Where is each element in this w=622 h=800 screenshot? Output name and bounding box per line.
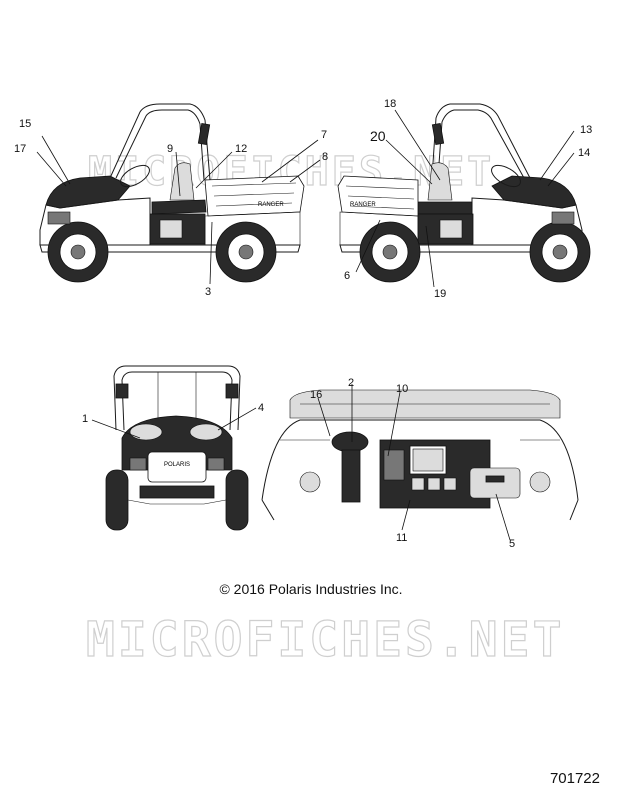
dash-view [261,389,579,521]
callout-10: 10 [396,383,408,395]
front-badge: POLARIS [164,462,190,468]
callout-16: 16 [310,389,322,401]
right-bed-decal: RANGER [350,202,376,208]
callout-14: 14 [578,147,590,159]
callout-17: 17 [14,143,26,155]
right-side-view: RANGER [337,103,591,283]
callout-1: 1 [82,413,88,425]
callout-18: 18 [384,98,396,110]
watermark-bottom: MICROFICHES.NET [86,612,564,668]
left-side-view: RANGER [39,103,305,283]
callout-9: 9 [167,143,173,155]
callout-labels: 15 17 9 12 7 8 3 18 20 13 14 6 19 1 4 2 … [14,98,592,550]
callout-19: 19 [434,288,446,300]
callout-15: 15 [19,118,31,130]
callout-11: 11 [396,532,407,544]
drawing-number: 701722 [549,770,600,787]
callout-5: 5 [509,538,515,550]
left-bed-decal: RANGER [258,202,284,208]
callout-8: 8 [322,151,328,163]
callout-leaders [36,109,575,541]
callout-7: 7 [321,129,327,141]
callout-6: 6 [344,270,350,282]
callout-12: 12 [235,143,247,155]
callout-2: 2 [348,377,354,389]
copyright-notice: © 2016 Polaris Industries Inc. [219,581,403,597]
callout-4: 4 [258,402,264,414]
callout-13: 13 [580,124,592,136]
callout-20: 20 [370,128,386,144]
callout-3: 3 [205,286,211,298]
front-view: POLARIS [105,365,249,531]
